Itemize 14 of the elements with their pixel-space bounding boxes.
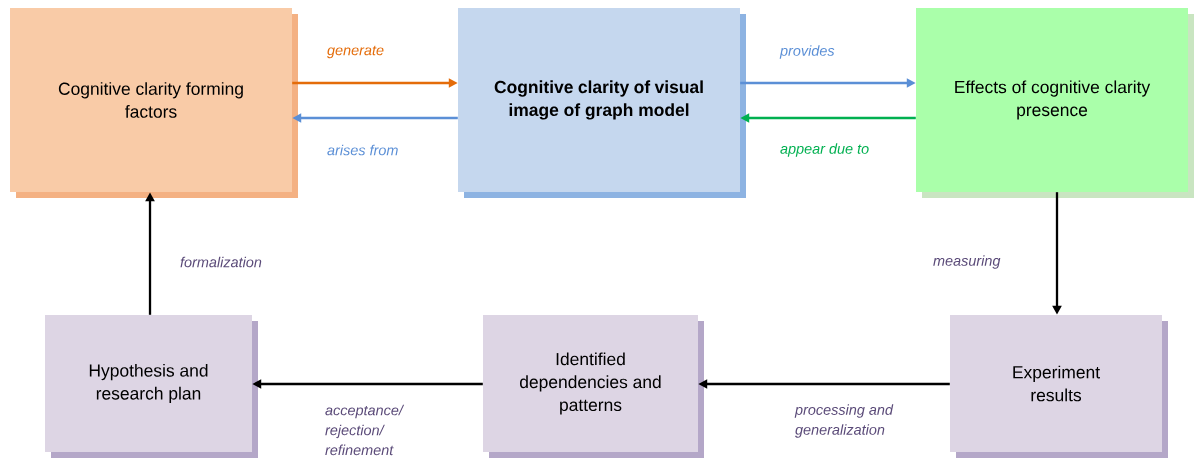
process-box: Cognitive clarity forming factors xyxy=(10,8,298,198)
edge-label: provides xyxy=(779,45,835,59)
process-box: Cognitive clarity of visual image of graph model xyxy=(458,8,746,198)
edge-label: acceptance/ rejection/ refinement xyxy=(325,404,405,456)
edge-label: appear due to xyxy=(780,143,869,157)
process-box: Identified dependencies and patterns xyxy=(483,315,704,458)
edge-label: generate xyxy=(327,45,384,59)
edge-label: measuring xyxy=(933,255,1001,269)
process-box: Effects of cognitive clarity presence xyxy=(916,8,1194,198)
process-box: Experiment results xyxy=(950,315,1168,458)
edge-label: arises from xyxy=(327,144,398,156)
edge-label: formalization xyxy=(180,256,262,268)
edge-label: processing and generalization xyxy=(794,404,894,438)
process-box: Hypothesis and research plan xyxy=(45,315,258,458)
